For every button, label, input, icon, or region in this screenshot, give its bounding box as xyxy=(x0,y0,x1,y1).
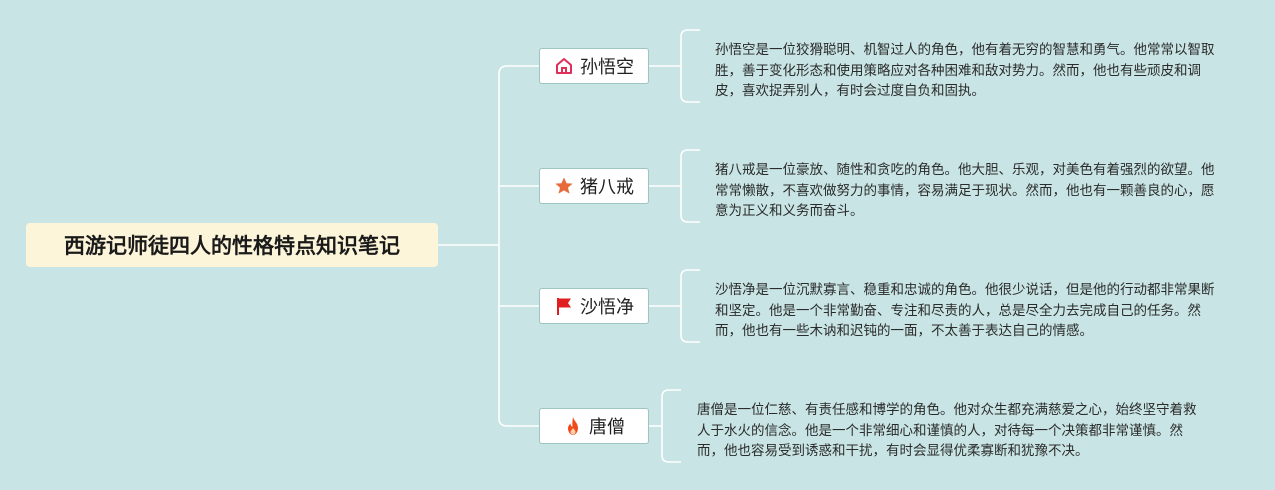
branch-node-sha-wujing[interactable]: 沙悟净 xyxy=(539,288,649,324)
branch-description-tang-seng: 唐僧是一位仁慈、有责任感和博学的角色。他对众生都充满慈爱之心，始终坚守着救人于水… xyxy=(697,402,1197,459)
house-icon xyxy=(554,56,574,76)
flag-icon xyxy=(554,296,574,316)
fire-icon xyxy=(563,416,583,436)
branch-description-sun-wukong: 孙悟空是一位狡猾聪明、机智过人的角色，他有着无穷的智慧和勇气。他常常以智取胜，善… xyxy=(715,42,1215,99)
branch-description-zhu-bajie: 猪八戒是一位豪放、随性和贪吃的角色。他大胆、乐观，对美色有着强烈的欲望。他常常懒… xyxy=(715,162,1215,219)
branch-label: 沙悟净 xyxy=(580,297,634,318)
branch-node-tang-seng[interactable]: 唐僧 xyxy=(539,408,649,444)
branch-description-sha-wujing: 沙悟净是一位沉默寡言、稳重和忠诚的角色。他很少说话，但是他的行动都非常果断和坚定… xyxy=(715,282,1215,339)
branch-label: 唐僧 xyxy=(589,417,625,438)
branch-label: 孙悟空 xyxy=(580,57,634,78)
branch-label: 猪八戒 xyxy=(580,177,634,198)
root-topic[interactable]: 西游记师徒四人的性格特点知识笔记 xyxy=(26,223,438,267)
branch-node-sun-wukong[interactable]: 孙悟空 xyxy=(539,48,649,84)
branch-node-zhu-bajie[interactable]: 猪八戒 xyxy=(539,168,649,204)
root-title: 西游记师徒四人的性格特点知识笔记 xyxy=(64,234,400,258)
star-icon xyxy=(554,176,574,196)
